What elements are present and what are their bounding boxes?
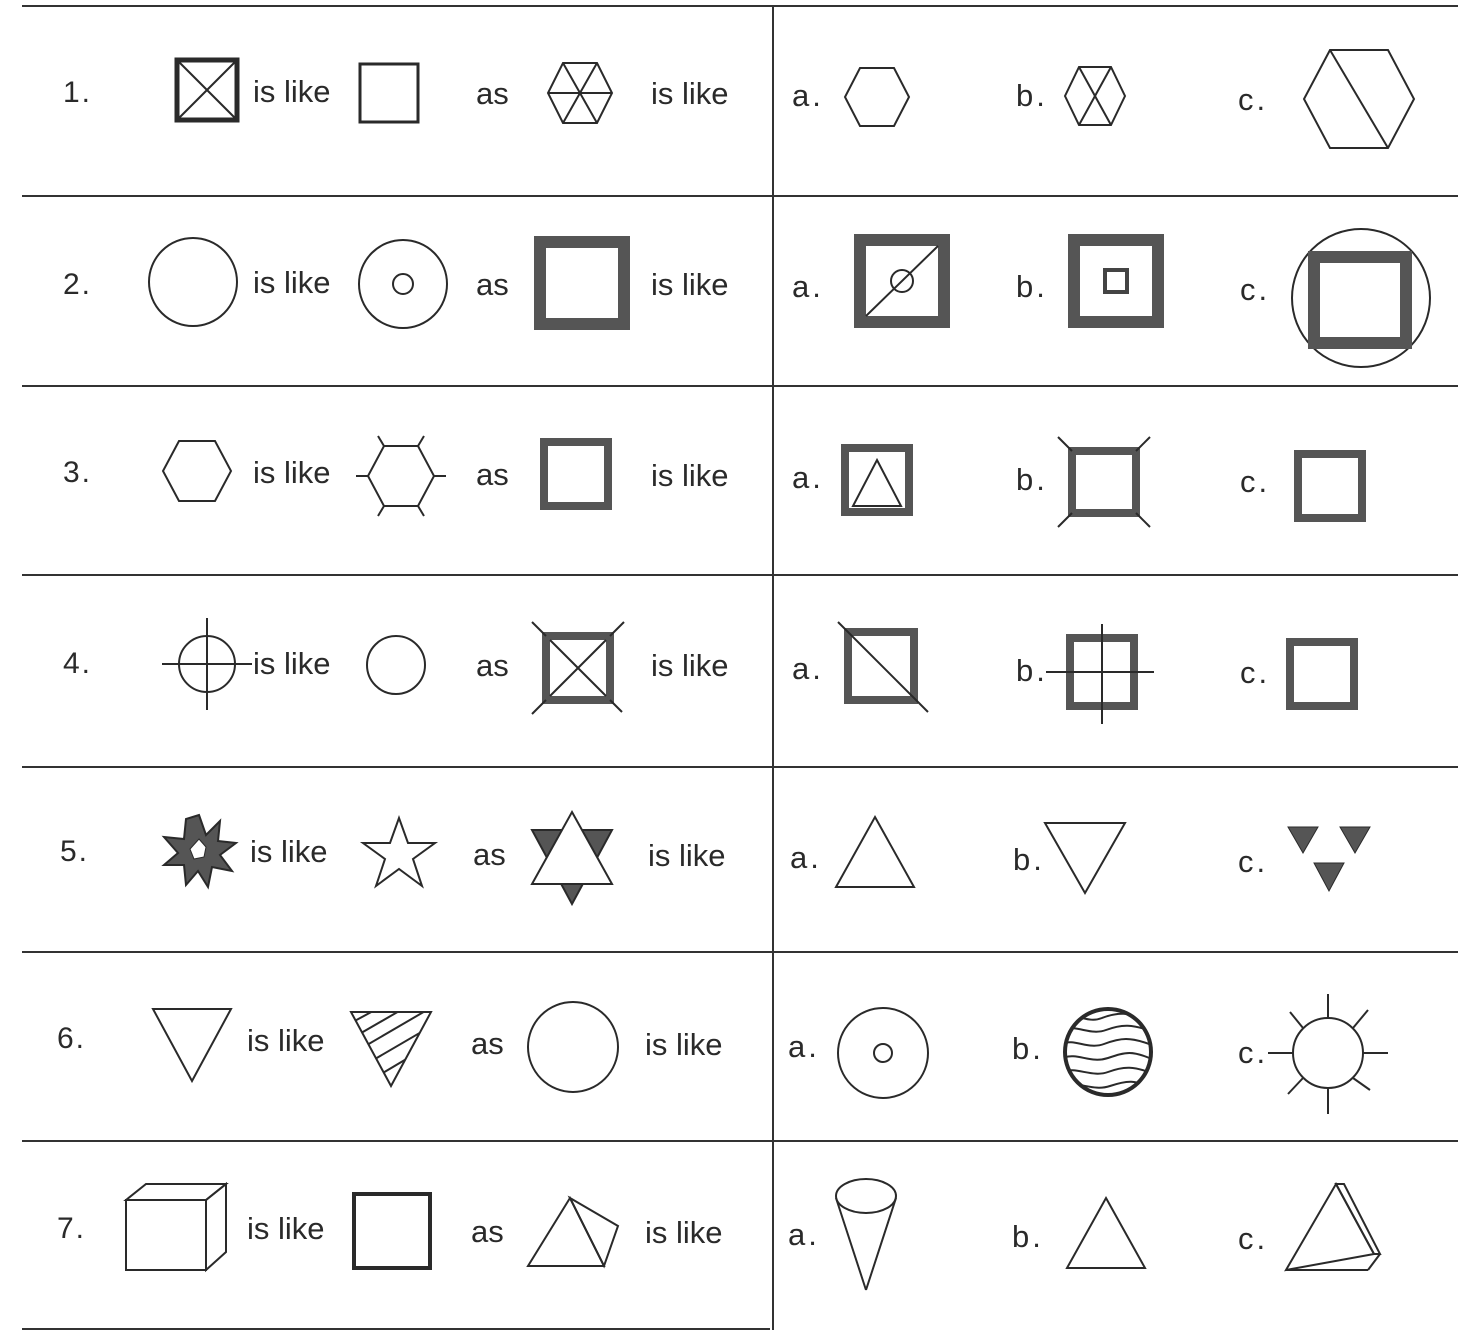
crossed-hexagon-icon: [1063, 65, 1127, 127]
row-divider: [22, 385, 1458, 387]
starburst-icon: [160, 813, 238, 889]
star-of-david-icon: [528, 810, 616, 910]
question-number: 5.: [60, 835, 89, 869]
is-like-text: is like: [247, 1024, 325, 1058]
option-label-b: b.: [1013, 843, 1045, 877]
triangle-up-icon: [1065, 1196, 1147, 1270]
option-label-c: c.: [1240, 656, 1270, 690]
hexagon-with-spikes-icon: [354, 434, 448, 518]
option-label-a: a.: [792, 652, 824, 686]
as-text: as: [476, 458, 509, 492]
option-label-a: a.: [790, 841, 822, 875]
slashed-square-icon: [836, 620, 930, 714]
option-label-a: a.: [792, 461, 824, 495]
boxed-x-square-icon: [175, 58, 239, 122]
is-like-text: is like: [651, 268, 729, 302]
square-with-corner-spikes-icon: [1054, 433, 1152, 529]
option-label-a: a.: [792, 270, 824, 304]
thick-square-icon: [540, 438, 612, 510]
is-like-text: is like: [645, 1216, 723, 1250]
is-like-text: is like: [651, 459, 729, 493]
option-label-c: c.: [1238, 83, 1268, 117]
thick-square-icon: [1294, 450, 1366, 522]
cone-icon: [832, 1176, 900, 1292]
is-like-text: is like: [651, 77, 729, 111]
question-number: 2.: [63, 268, 92, 302]
as-text: as: [471, 1215, 504, 1249]
option-label-b: b.: [1016, 463, 1048, 497]
striped-triangle-down-icon: [349, 1010, 433, 1088]
row-divider: [22, 766, 1458, 768]
question-number: 1.: [63, 76, 92, 110]
is-like-text: is like: [253, 647, 331, 681]
as-text: as: [471, 1027, 504, 1061]
option-label-b: b.: [1016, 270, 1048, 304]
thick-square-icon: [1286, 638, 1358, 710]
row-divider: [22, 5, 1458, 7]
triangle-down-icon: [151, 1007, 233, 1083]
circle-with-center-dot-icon: [836, 1006, 930, 1100]
is-like-text: is like: [648, 839, 726, 873]
circle-with-center-dot-icon: [357, 238, 449, 330]
option-label-c: c.: [1238, 845, 1268, 879]
x-square-with-spikes-icon: [528, 620, 626, 716]
question-number: 7.: [57, 1212, 86, 1246]
square-slash-circle-icon: [854, 234, 950, 328]
circle-icon: [147, 236, 239, 328]
is-like-text: is like: [253, 75, 331, 109]
square-in-square-icon: [1068, 234, 1164, 328]
is-like-text: is like: [645, 1028, 723, 1062]
pyramid-icon: [526, 1196, 620, 1268]
row-divider: [22, 574, 1458, 576]
triangle-up-icon: [834, 815, 916, 889]
is-like-text: is like: [651, 649, 729, 683]
diagonal-hexagon-icon: [1302, 48, 1416, 150]
as-text: as: [476, 77, 509, 111]
three-filled-triangles-icon: [1284, 823, 1374, 895]
question-number: 6.: [57, 1022, 86, 1056]
hexagon-icon: [161, 439, 233, 503]
option-label-a: a.: [788, 1030, 820, 1064]
hexagon-icon: [843, 66, 911, 128]
option-label-b: b.: [1012, 1032, 1044, 1066]
option-label-c: c.: [1240, 273, 1270, 307]
circle-icon: [365, 634, 427, 696]
row-divider: [22, 1328, 770, 1330]
wavy-lined-circle-icon: [1062, 1006, 1154, 1098]
is-like-text: is like: [253, 456, 331, 490]
option-label-c: c.: [1240, 465, 1270, 499]
row-divider: [22, 1140, 1458, 1142]
as-text: as: [476, 649, 509, 683]
square-in-circle-icon: [1290, 227, 1432, 369]
question-number: 3.: [63, 456, 92, 490]
is-like-text: is like: [253, 266, 331, 300]
is-like-text: is like: [247, 1212, 325, 1246]
square-icon: [352, 1192, 432, 1270]
segmented-hexagon-icon: [546, 61, 614, 125]
as-text: as: [473, 838, 506, 872]
option-label-b: b.: [1012, 1220, 1044, 1254]
star-icon: [361, 816, 437, 888]
row-divider: [22, 195, 1458, 197]
is-like-text: is like: [250, 835, 328, 869]
crosshair-circle-icon: [160, 616, 254, 712]
thick-square-icon: [534, 236, 630, 330]
column-divider: [772, 5, 774, 1330]
question-number: 4.: [63, 647, 92, 681]
square-crosshair-icon: [1044, 622, 1156, 726]
row-divider: [22, 951, 1458, 953]
triangle-down-icon: [1043, 821, 1127, 895]
as-text: as: [476, 268, 509, 302]
option-label-b: b.: [1016, 79, 1048, 113]
cube-icon: [124, 1182, 228, 1272]
option-label-c: c.: [1238, 1222, 1268, 1256]
sun-icon: [1264, 990, 1392, 1118]
circle-icon: [526, 1000, 620, 1094]
square-icon: [358, 62, 420, 124]
square-with-triangle-icon: [841, 444, 913, 516]
option-label-a: a.: [792, 79, 824, 113]
triangular-prism-icon: [1284, 1182, 1382, 1272]
option-label-a: a.: [788, 1218, 820, 1252]
